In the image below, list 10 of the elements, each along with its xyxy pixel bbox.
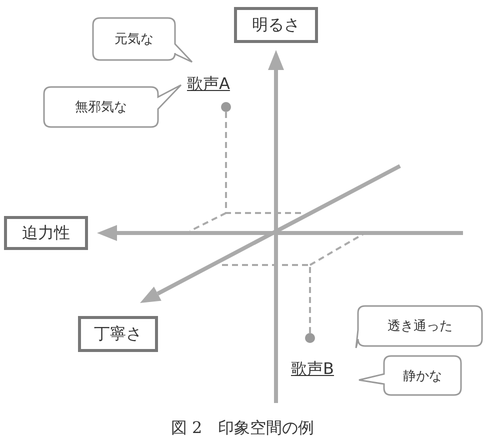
axis-label-box: 迫力性 — [4, 216, 88, 250]
axis-label-box: 丁寧さ — [78, 316, 158, 352]
speech-bubble: 透き通った — [355, 306, 483, 350]
speech-bubble: 静かな — [358, 356, 462, 396]
point-label: 歌声A — [187, 74, 230, 95]
speech-bubble: 元気な — [93, 18, 193, 63]
axis-label-box: 明るさ — [234, 7, 318, 43]
figure-caption: 図 2 印象空間の例 — [170, 418, 314, 437]
speech-bubble: 無邪気な — [44, 84, 182, 128]
point-label: 歌声B — [291, 359, 334, 380]
